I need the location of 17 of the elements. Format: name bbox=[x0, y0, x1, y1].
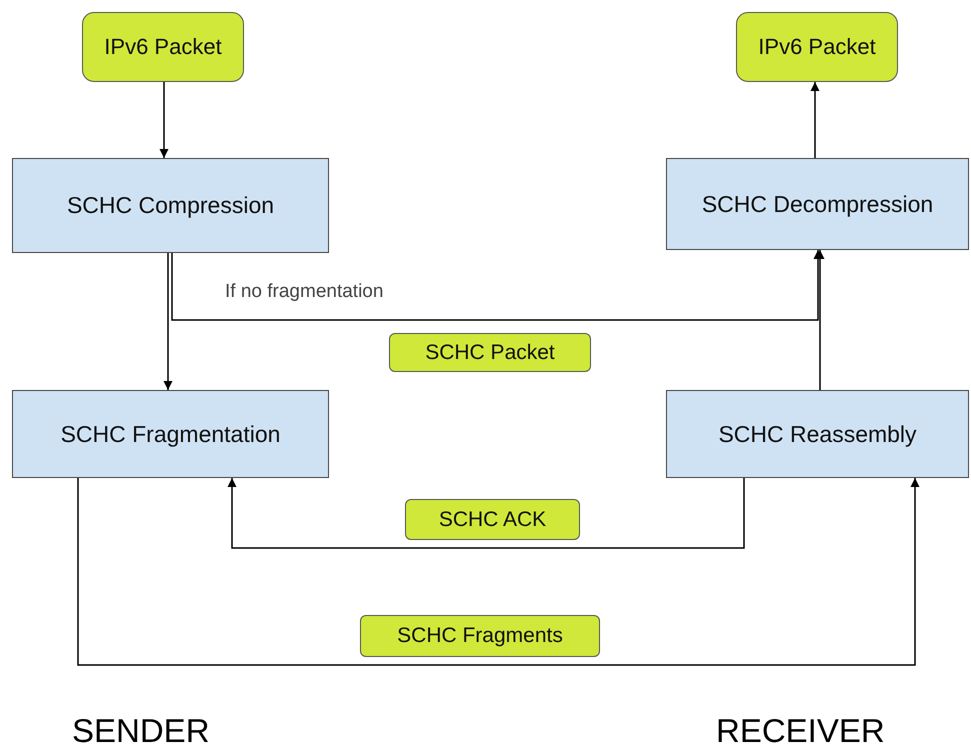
edge-label: SCHC Packet bbox=[389, 333, 591, 372]
edge-label: SCHC ACK bbox=[405, 499, 580, 540]
arrow bbox=[160, 82, 168, 158]
arrow bbox=[228, 478, 745, 549]
arrow bbox=[77, 478, 920, 666]
arrow bbox=[164, 253, 172, 390]
packet-box: IPv6 Packet bbox=[736, 12, 898, 82]
process-box: SCHC Compression bbox=[12, 158, 329, 253]
packet-box: IPv6 Packet bbox=[82, 12, 244, 82]
process-box: SCHC Reassembly bbox=[666, 390, 969, 478]
role-label: SENDER bbox=[72, 711, 210, 744]
arrow bbox=[810, 82, 820, 158]
edge-label: SCHC Fragments bbox=[360, 615, 600, 657]
process-box: SCHC Fragmentation bbox=[12, 390, 329, 478]
condition-label: If no fragmentation bbox=[225, 280, 384, 304]
process-box: SCHC Decompression bbox=[666, 158, 969, 250]
role-label: RECEIVER bbox=[716, 711, 885, 744]
